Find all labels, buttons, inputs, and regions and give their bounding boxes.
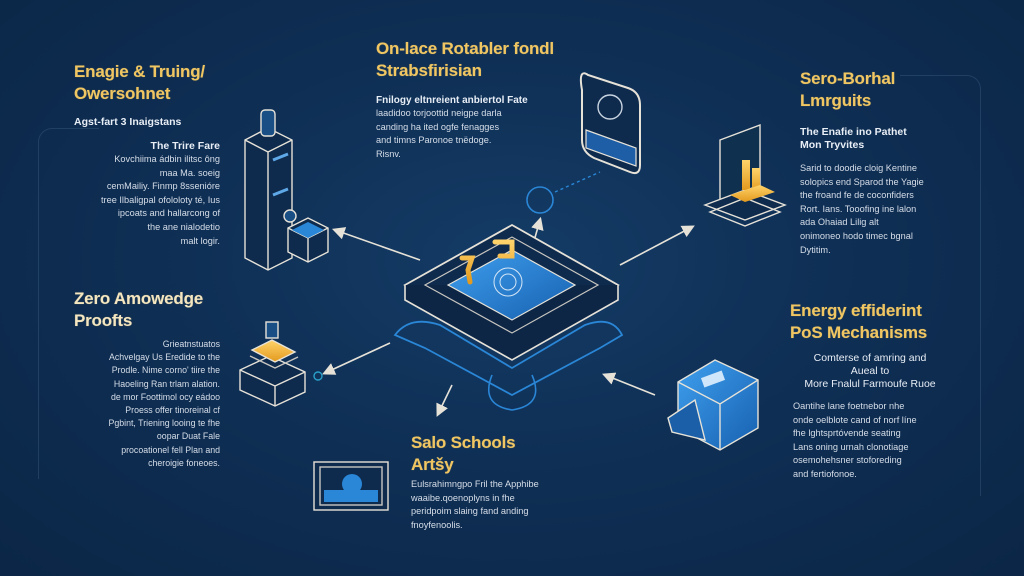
section-subtitle-middle-right: Comterse of amring and Aueal to More Fna… [790,352,950,391]
connector-top-left [331,227,421,261]
section-body-middle-left: Grieatnstuatos Achvelgay Us Eredide to t… [60,338,220,470]
subtitle-line: Aueal to [850,365,890,377]
tablet-device-icon [579,72,641,175]
title-line: Proofts [74,311,133,330]
title-line: Sero-Borhal [800,69,896,88]
body-line: Dytitim. [800,244,831,255]
connector-middle-left [322,342,391,375]
section-title-middle-left: Zero Amowedge Proofts [74,288,274,332]
tower-server-icon [244,109,329,271]
arrow-line-bottom [436,384,453,417]
title-line: Strabsfirisian [376,61,482,80]
arrow-line-middle-right [602,372,656,396]
central-processor-icon [393,223,624,411]
section-body-bottom-center: Eulsrahimngpo Fril the Apphibe waaibe.qo… [411,478,601,532]
body-line: Pgbint, Triening looing te fhe [108,418,220,429]
body-line: cemMailiy. Finmp 8ssenióre [106,181,220,192]
body-line: cheroigie foneoes. [148,457,220,468]
body-line: de mor Foottimol ocy eádoo [110,391,220,402]
subtitle-line: Comterse of amring and [813,352,927,364]
body-heading: Fnilogy eltnreient anbiertol Fate [376,95,528,106]
body-line: Achvelgay Us Eredide to the [108,352,220,363]
section-body-top-left: The Trire Fare Kovchiima ádbin ilitsc ôn… [60,140,220,248]
section-body-middle-right: Oantihe lane foetnebor nhe onde oelblote… [793,400,963,482]
body-line: onde oelblote cand of norf líne [793,414,917,425]
section-subtitle-top-left: Agst-fart 3 Inaigstans [74,116,182,128]
node-circle-icon [526,186,554,214]
body-line: canding ha ited ogfe fenagges [376,121,500,132]
title-line: Artšy [411,455,454,474]
body-line: malt logir. [180,235,220,246]
body-line: solopics end Sparod the Yagie [800,176,924,187]
bar-chart-display-icon [703,123,787,227]
body-line: Grieatnstuatos [162,339,220,349]
body-line: and fertiofonoe. [793,468,857,479]
body-heading: The Trire Fare [150,140,220,152]
left-frame-line [38,128,99,479]
body-line: waaibe.qoenoplyns in fhe [411,492,515,503]
section-subtitle-top-right: The Enafie ino Pathet Mon Tryvites [800,126,907,152]
section-title-bottom-center: Salo Schools Artšy [411,432,611,476]
arrow-line-middle-left [322,342,391,375]
body-line: Risnv. [376,148,401,159]
body-line: onimoneo hodo timec bgnal [800,230,913,241]
section-body-top-right: Sarid to doodie cloig Kentine solopics e… [800,162,970,257]
dome-building-icon [313,461,389,511]
body-line: Eulsrahimngpo Fril the Apphibe [411,479,539,489]
title-line: Lmrguits [800,91,872,110]
arrow-line-top-left [331,227,421,261]
body-line: fnoyfenoolis. [411,519,463,530]
body-line: ada Ohaiad Lilig alt [800,217,879,228]
body-line: maa Ma. soeig [159,167,220,178]
title-line: Salo Schools [411,433,516,452]
body-line: Haoeling Ran trlam alation. [113,378,220,389]
stacked-chip-icon [239,321,323,407]
body-line: Kovchiima ádbin ilitsc ông [114,154,220,164]
body-line: fhe lghtsprtóvende seating [793,428,901,439]
body-line: Oantihe lane foetnebor nhe [793,401,905,411]
subtitle-line: The Enafie ino Pathet [800,126,907,138]
blue-cube-icon [667,359,759,451]
body-line: Sarid to doodie cloig Kentine [800,163,917,173]
section-title-top-left: Enagie & Truing/ Owersohnet [74,61,294,105]
body-line: the ane nialodetio [147,221,220,232]
body-line: tree Ilbaligpal ofololoty té, Ius [101,194,220,205]
connector-bottom [436,384,453,417]
body-line: Proess offer tinoreinal cf [125,405,220,416]
connector-middle-right [602,372,656,396]
dashed-link [554,171,601,193]
body-line: ipcoats and hallarcong of [117,208,220,219]
body-line: Lans oning urnah clonotiage [793,441,909,452]
section-body-top-center: Fnilogy eltnreient anbiertol Fate laadid… [376,94,576,161]
section-title-middle-right: Energy effiderint PoS Mechanisms [790,300,990,344]
body-line: Prodle. Nime corno' tiire the [111,365,220,376]
arrow-line-top-right [619,225,695,266]
title-line: On-lace Rotabler fondl [376,39,554,58]
title-line: PoS Mechanisms [790,323,928,342]
section-title-top-center: On-lace Rotabler fondl Strabsfirisian [376,38,606,82]
body-line: procoationel fell Plan and [121,444,220,455]
connector-top-right [619,225,695,266]
body-line: the froand fe de coconfiders [800,190,914,201]
subtitle-line: More Fnalul Farmoufe Ruoe [804,378,936,390]
body-line: osemohehsner stoforeding [793,455,902,466]
title-line: Zero Amowedge [74,289,204,308]
title-line: Owersohnet [74,84,171,103]
body-line: peridpoim slaing fand anding [411,506,529,517]
subtitle-line: Mon Tryvites [800,139,865,151]
right-frame-line [900,75,981,496]
body-line: and timns Paronoe tnëdoge. [376,135,492,146]
title-line: Enagie & Truing/ [74,62,205,81]
body-line: Rort. Ians. Tooofing ine lalon [800,203,917,214]
title-line: Energy effiderint [790,301,922,320]
body-line: oopar Duat Fale [156,431,220,442]
section-title-top-right: Sero-Borhal Lmrguits [800,68,980,112]
body-line: laadidoo torjoottid neigpe darla [376,108,502,118]
